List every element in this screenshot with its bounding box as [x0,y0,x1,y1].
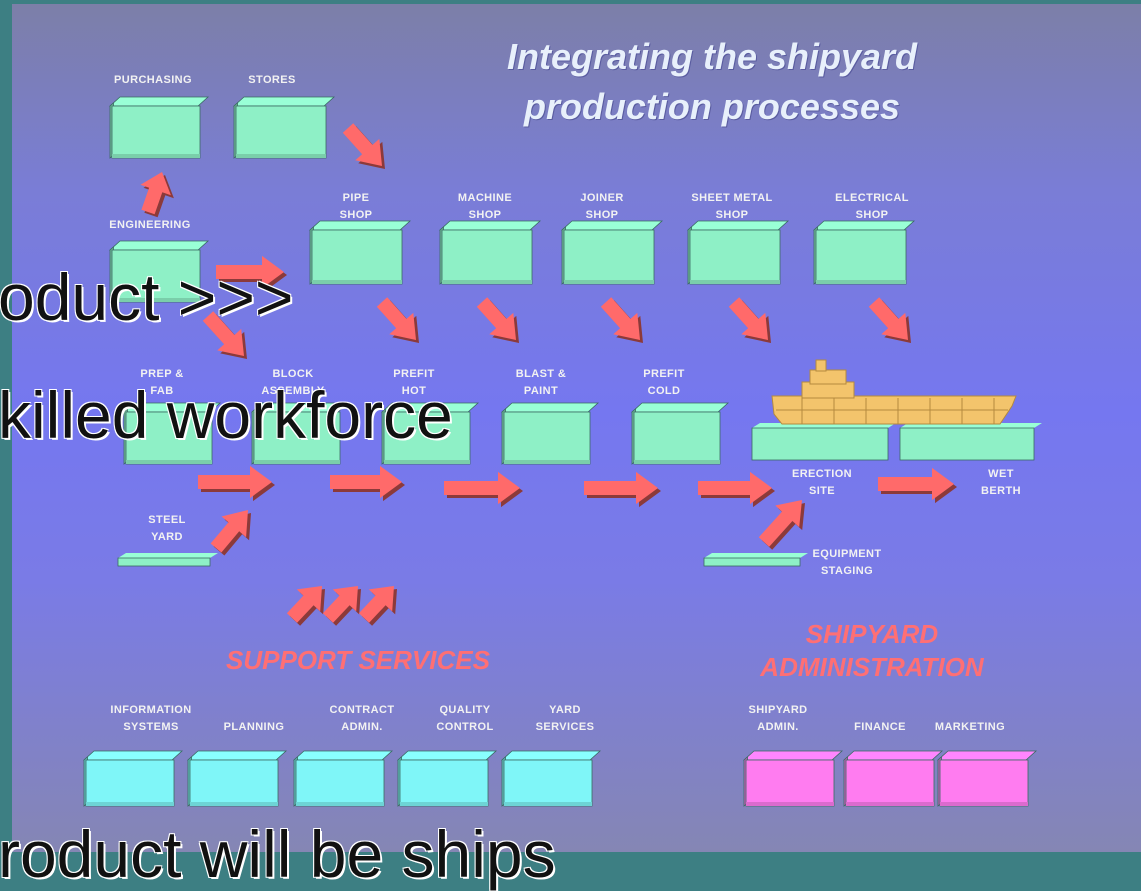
arrow-block-assembly-to-prefit-hot [330,465,405,502]
box-information-systems [82,750,184,807]
arrow-prefit-cold-to-erection-site [698,471,775,508]
arrow-machine-shop-down [600,297,643,343]
box-prefit-cold [630,402,730,465]
arrow-pipe-shop-down [376,297,419,343]
overlay-text-line-2: killed workforce [0,378,453,452]
box-finance [842,750,944,807]
arrow-stores-to-pipe-shop [342,123,385,169]
box-sheet-metal-shop [686,220,790,285]
box-blast-paint [500,402,600,465]
arrow-blast-paint-to-prefit-cold [584,471,661,508]
arrow-electrical-shop-down [868,297,911,343]
label-marketing: MARKETING [934,721,1006,733]
label-wet-berth: WET BERTH [981,468,1021,497]
arrow-support-services-3 [358,586,397,626]
ship-illustration [771,359,1017,425]
label-finance: FINANCE [854,721,906,733]
label-steel-yard: STEEL YARD [148,514,186,543]
box-pipe-shop [308,220,412,285]
label-joiner-shop: JOINER SHOP [580,192,624,221]
arrow-engineering-to-prep-fab [202,311,247,359]
label-yard-services: YARD SERVICES [535,704,595,733]
label-contract-admin: CONTRACT ADMIN. [329,704,395,733]
slide-title: Integrating the shipyard production proc… [506,36,918,127]
box-stores [232,96,336,159]
label-machine-shop: MACHINE SHOP [457,192,513,221]
arrow-support-services-1 [286,586,325,626]
slab-steel-yard [117,553,218,567]
arrow-pipe-shop-down [476,297,519,343]
label-prefit-hot: PREFIT HOT [393,368,435,397]
label-blast-paint: BLAST & PAINT [515,368,567,397]
shipyard-diagram [82,96,1042,807]
box-shipyard-admin [742,750,844,807]
label-prep-fab: PREP & FAB [140,368,184,397]
label-information-systems: INFORMATION SYSTEMS [110,704,192,733]
arrow-steel-yard-to-block-assembly [210,510,251,556]
overlay-text-line-1: oduct >>> [0,260,294,334]
label-shipyard-admin: SHIPYARD ADMIN. [748,704,808,733]
slide: Integrating the shipyard production proc… [12,4,1141,852]
box-joiner-shop [560,220,664,285]
slab-wet-berth [899,423,1042,461]
box-yard-services [500,750,602,807]
arrow-prefit-hot-to-blast-paint [444,471,523,508]
slab-erection-site [751,423,896,461]
box-marketing [936,750,1038,807]
arrow-joiner-shop-down [728,297,771,343]
box-engineering [108,240,210,303]
overlay-text-line-3: roduct will be ships [0,817,556,891]
slab-equipment-staging [703,553,808,567]
arrow-support-services-2 [322,586,361,626]
section-shipyard-administration: SHIPYARD ADMINISTRATION [760,619,984,682]
arrow-equipment-staging-to-erection-site [758,500,805,550]
label-quality-control: QUALITY CONTROL [436,704,494,733]
box-planning [186,750,288,807]
label-pipe-shop: PIPE SHOP [339,192,373,221]
arrow-erection-site-to-wet-berth [878,467,957,504]
box-block-assembly [250,402,350,465]
box-prefit-hot [380,402,480,465]
label-purchasing: PURCHASING [114,74,192,86]
arrow-engineering-to-purchasing [140,172,174,218]
arrow-prep-fab-to-block-assembly [198,465,275,502]
box-prep-fab [122,402,222,465]
label-prefit-cold: PREFIT COLD [643,368,685,397]
arrow-engineering-to-pipe-shop [216,255,287,292]
box-machine-shop [438,220,542,285]
label-erection-site: ERECTION SITE [791,468,853,497]
label-electrical-shop: ELECTRICAL SHOP [835,192,909,221]
label-equipment-staging: EQUIPMENT STAGING [812,548,882,577]
box-contract-admin [292,750,394,807]
label-planning: PLANNING [223,721,285,733]
label-block-assembly: BLOCK ASSEMBLY [261,368,325,397]
box-purchasing [108,96,210,159]
label-sheet-metal-shop: SHEET METAL SHOP [691,192,773,221]
label-engineering: ENGINEERING [109,219,191,231]
section-support-services: SUPPORT SERVICES [226,645,490,675]
label-stores: STORES [248,74,296,86]
box-electrical-shop [812,220,916,285]
box-quality-control [396,750,498,807]
